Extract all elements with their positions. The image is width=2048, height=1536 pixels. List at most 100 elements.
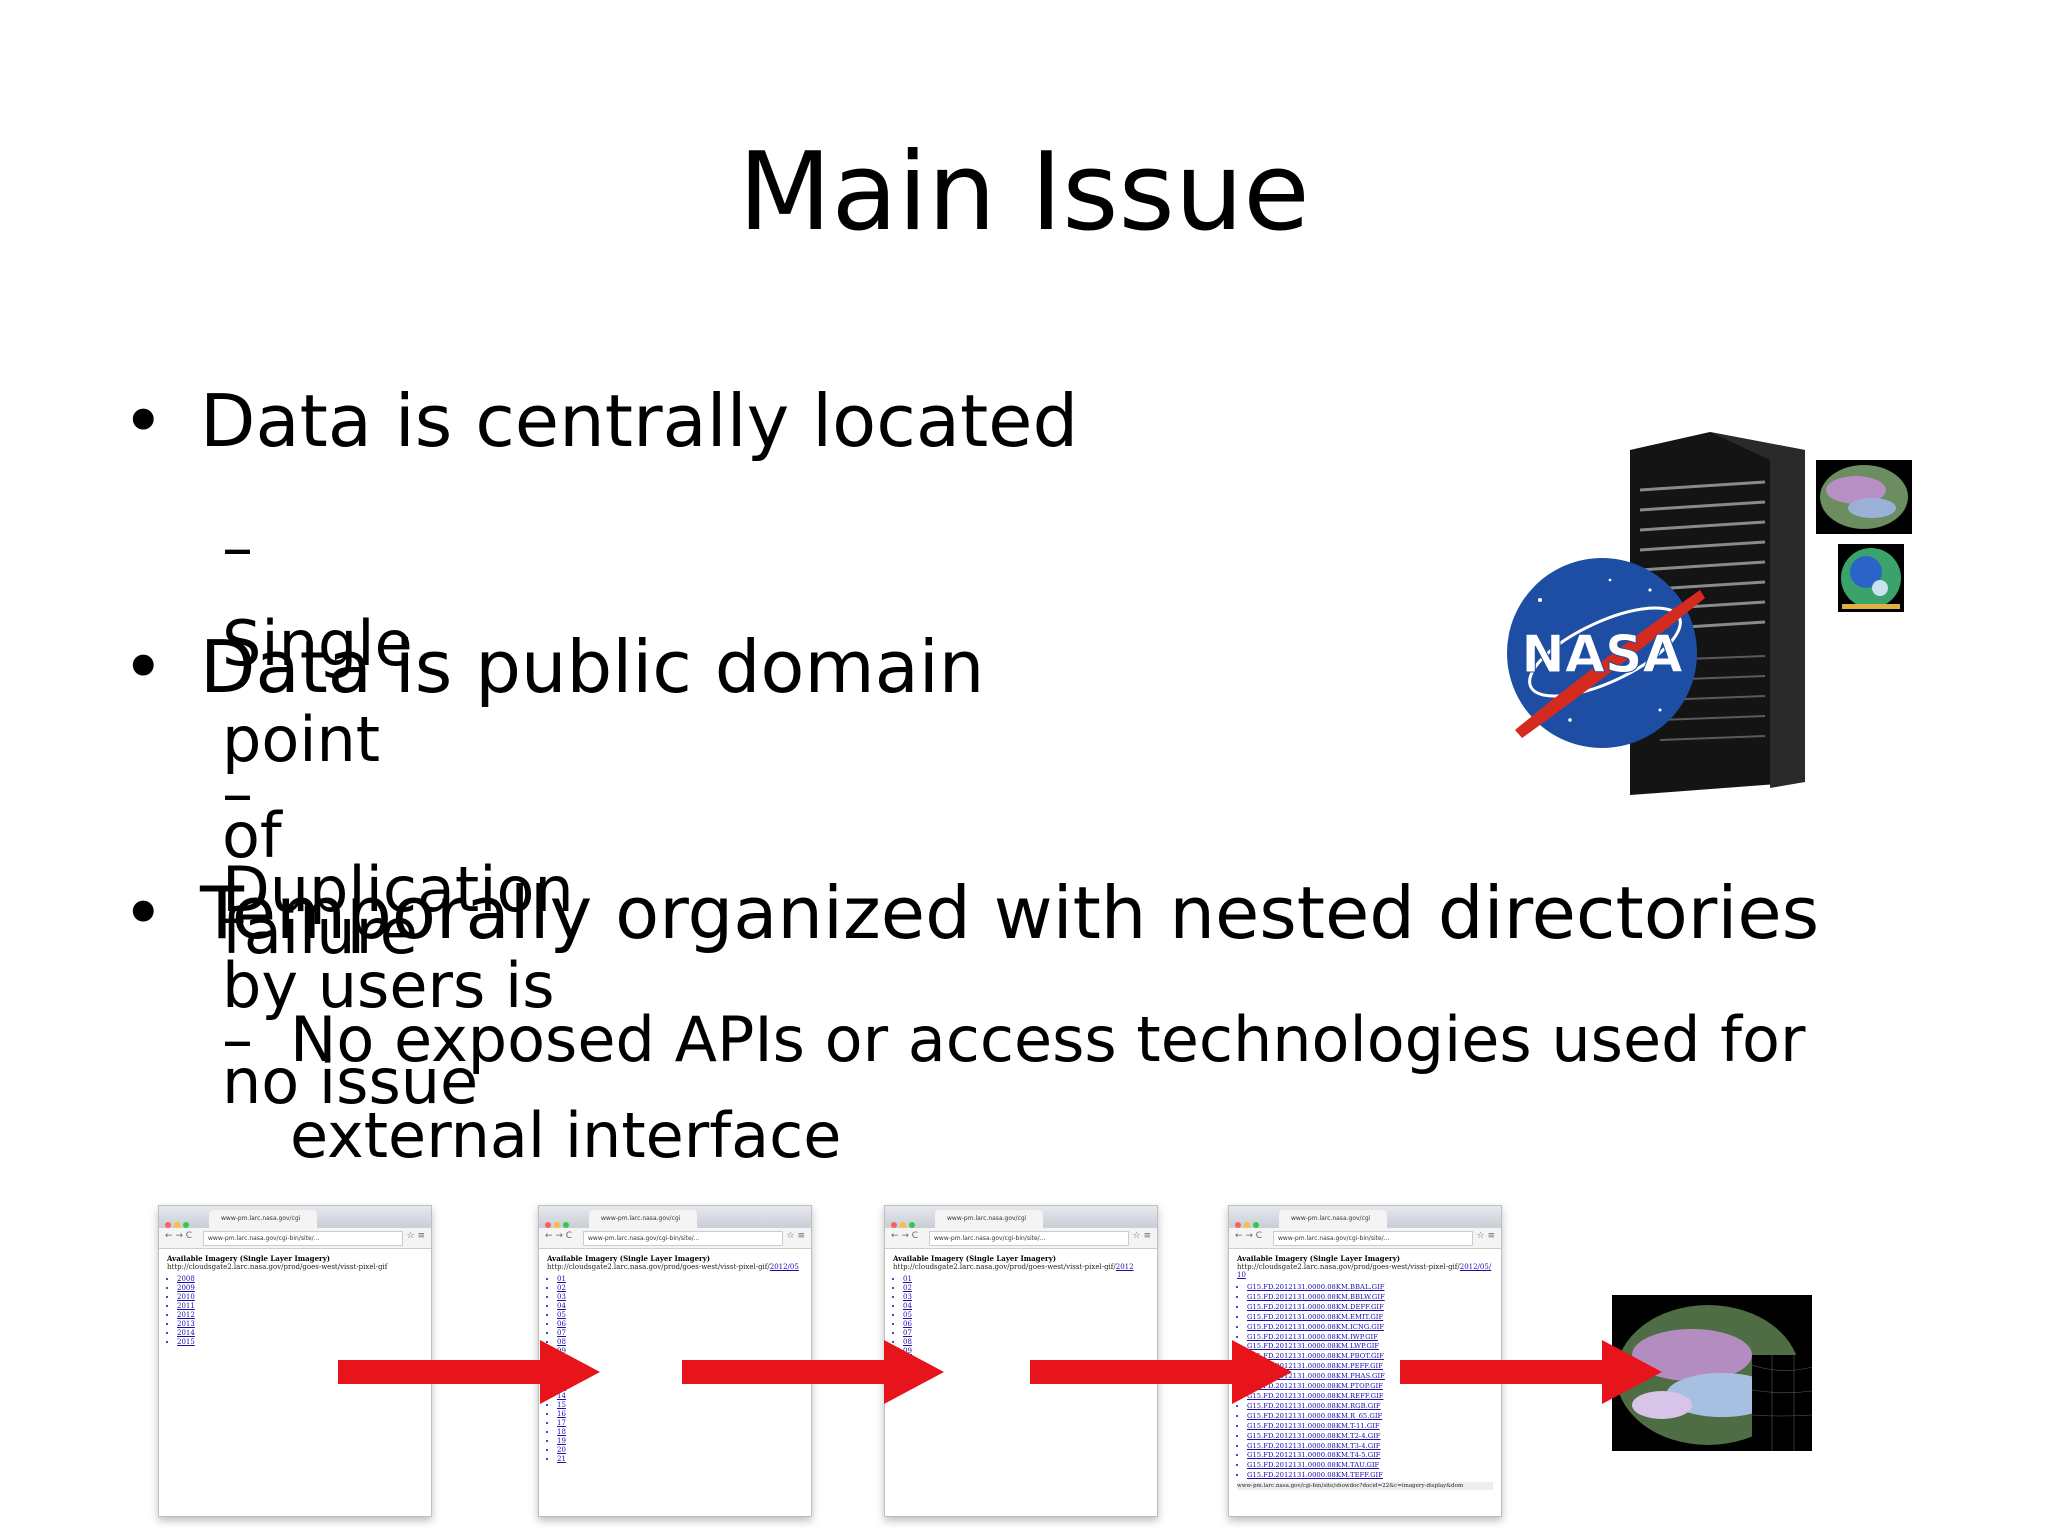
window-controls — [165, 1213, 192, 1232]
list-item: 2008 — [177, 1275, 423, 1284]
page-heading: Available Imagery (Single Layer Imagery) — [893, 1254, 1057, 1263]
bullet-1: • Data is centrally located — [122, 378, 1078, 464]
bullet-2: • Data is public domain — [122, 624, 984, 710]
list-item: 07 — [557, 1329, 803, 1338]
list-item: 20 — [557, 1446, 803, 1455]
nasa-logo-icon: NASA — [1507, 558, 1705, 748]
nav-arrows-icon: ← → C — [165, 1231, 193, 1241]
sub-bullet-3: –No exposed APIs or access technologies … — [222, 992, 1970, 1184]
breadcrumb-link: 2012/05 — [769, 1263, 799, 1271]
bullet-2-text: Data is public domain — [200, 625, 985, 709]
list-item: 2009 — [177, 1284, 423, 1293]
browser-titlebar: www-pm.larc.nasa.gov/cgi — [159, 1206, 431, 1228]
list-item: G15.FD.2012131.0000.08KM.T3-4.GIF — [1247, 1442, 1493, 1452]
menu-icon: ☆ ≡ — [1476, 1231, 1495, 1241]
list-item: 02 — [903, 1284, 1149, 1293]
bullet-3-text: Temporally organized with nested directo… — [200, 871, 1820, 955]
sub-bullet-dash: – — [222, 1003, 253, 1076]
arrow-right-icon — [338, 1340, 600, 1404]
list-item: 16 — [557, 1410, 803, 1419]
list-item: 05 — [557, 1311, 803, 1320]
nav-arrows-icon: ← → C — [891, 1231, 919, 1241]
page-content: Available Imagery (Single Layer Imagery)… — [1229, 1249, 1501, 1496]
address-bar: ← → C www-pm.larc.nasa.gov/cgi-bin/site/… — [159, 1228, 431, 1249]
sub-bullet-1-text: Single point of failure — [222, 607, 418, 969]
address-bar: ← → C www-pm.larc.nasa.gov/cgi-bin/site/… — [1229, 1228, 1501, 1249]
list-item: 2014 — [177, 1329, 423, 1338]
file-list: G15.FD.2012131.0000.08KM.BBAL.GIF G15.FD… — [1237, 1283, 1493, 1481]
browser-window-files: www-pm.larc.nasa.gov/cgi ← → C www-pm.la… — [1228, 1205, 1502, 1517]
menu-icon: ☆ ≡ — [1132, 1231, 1151, 1241]
list-item: 08 — [903, 1338, 1149, 1347]
directory-navigation-sequence: www-pm.larc.nasa.gov/cgi ← → C www-pm.la… — [0, 1195, 2048, 1535]
list-item: 06 — [557, 1320, 803, 1329]
list-item: 09 — [557, 1347, 803, 1356]
url-field: www-pm.larc.nasa.gov/cgi-bin/site/... — [1273, 1231, 1473, 1246]
breadcrumb-link: 2012/05/10 — [1237, 1263, 1492, 1279]
page-heading: Available Imagery (Single Layer Imagery) — [547, 1254, 711, 1263]
sub-bullet-dash: – — [222, 757, 253, 830]
page-path: http://cloudsgate2.larc.nasa.gov/prod/go… — [1237, 1263, 1492, 1279]
list-item: 06 — [903, 1320, 1149, 1329]
page-path: http://cloudsgate2.larc.nasa.gov/prod/go… — [167, 1263, 388, 1271]
list-item: 01 — [557, 1275, 803, 1284]
browser-titlebar: www-pm.larc.nasa.gov/cgi — [885, 1206, 1157, 1228]
list-item: G15.FD.2012131.0000.08KM.TEFF.GIF — [1247, 1471, 1493, 1481]
address-bar: ← → C www-pm.larc.nasa.gov/cgi-bin/site/… — [539, 1228, 811, 1249]
list-item: 03 — [903, 1293, 1149, 1302]
nav-arrows-icon: ← → C — [545, 1231, 573, 1241]
page-heading: Available Imagery (Single Layer Imagery) — [1237, 1254, 1401, 1263]
bullet-dot: • — [122, 379, 165, 463]
sub-bullet-dash: – — [222, 511, 253, 584]
menu-icon: ☆ ≡ — [406, 1231, 425, 1241]
url-field: www-pm.larc.nasa.gov/cgi-bin/site/... — [583, 1231, 783, 1246]
arrow-right-icon — [1400, 1340, 1662, 1404]
nav-arrows-icon: ← → C — [1235, 1231, 1263, 1241]
list-item: 19 — [557, 1437, 803, 1446]
list-item: 01 — [903, 1275, 1149, 1284]
satellite-thumbnail-icon — [1816, 460, 1912, 534]
list-item: 15 — [557, 1401, 803, 1410]
status-bar-url: www-pm.larc.nasa.gov/cgi-bin/site/showdo… — [1237, 1482, 1493, 1491]
nasa-server-illustration: NASA — [1507, 432, 1912, 795]
list-item: G15.FD.2012131.0000.08KM.PEFF.GIF — [1247, 1362, 1493, 1372]
window-controls — [545, 1213, 572, 1232]
bullet-3: • Temporally organized with nested direct… — [122, 870, 1819, 956]
bullet-dot: • — [122, 625, 165, 709]
list-item: G15.FD.2012131.0000.08KM.EMIT.GIF — [1247, 1313, 1493, 1323]
list-item: G15.FD.2012131.0000.08KM.PTOP.GIF — [1247, 1382, 1493, 1392]
list-item: 2015 — [177, 1338, 423, 1347]
globe-thumbnail-icon — [1838, 544, 1904, 612]
nasa-logo-text: NASA — [1521, 625, 1682, 685]
page-heading: Available Imagery (Single Layer Imagery) — [167, 1254, 331, 1263]
satellite-earth-icon — [1612, 1295, 1813, 1451]
list-item: G15.FD.2012131.0000.08KM.T2-4.GIF — [1247, 1432, 1493, 1442]
list-item: 17 — [557, 1419, 803, 1428]
list-item: G15.FD.2012131.0000.08KM.T-11.GIF — [1247, 1422, 1493, 1432]
list-item: G15.FD.2012131.0000.08KM.REFF.GIF — [1247, 1392, 1493, 1402]
list-item: 09 — [903, 1347, 1149, 1356]
list-item: 21 — [557, 1455, 803, 1464]
list-item: 18 — [557, 1428, 803, 1437]
list-item: 03 — [557, 1293, 803, 1302]
bullet-1-text: Data is centrally located — [200, 379, 1079, 463]
page-path: http://cloudsgate2.larc.nasa.gov/prod/go… — [893, 1263, 1134, 1271]
list-item: 2010 — [177, 1293, 423, 1302]
arrow-right-icon — [1030, 1340, 1292, 1404]
bullet-dot: • — [122, 871, 165, 955]
arrow-right-icon — [682, 1340, 944, 1404]
browser-tab: www-pm.larc.nasa.gov/cgi — [209, 1210, 317, 1228]
list-item: G15.FD.2012131.0000.08KM.LWP.GIF — [1247, 1342, 1493, 1352]
list-item: G15.FD.2012131.0000.08KM.RGB.GIF — [1247, 1402, 1493, 1412]
list-item: G15.FD.2012131.0000.08KM.PHAS.GIF — [1247, 1372, 1493, 1382]
list-item: G15.FD.2012131.0000.08KM.R_65.GIF — [1247, 1412, 1493, 1422]
slide-title: Main Issue — [738, 130, 1310, 255]
list-item: G15.FD.2012131.0000.08KM.ICNG.GIF — [1247, 1323, 1493, 1333]
list-item: 2013 — [177, 1320, 423, 1329]
list-item: 05 — [903, 1311, 1149, 1320]
list-item: 02 — [557, 1284, 803, 1293]
sub-bullet-2-text: Duplication by users is no issue — [222, 853, 574, 1119]
list-item: 2011 — [177, 1302, 423, 1311]
list-item: 08 — [557, 1338, 803, 1347]
window-controls — [891, 1213, 918, 1232]
